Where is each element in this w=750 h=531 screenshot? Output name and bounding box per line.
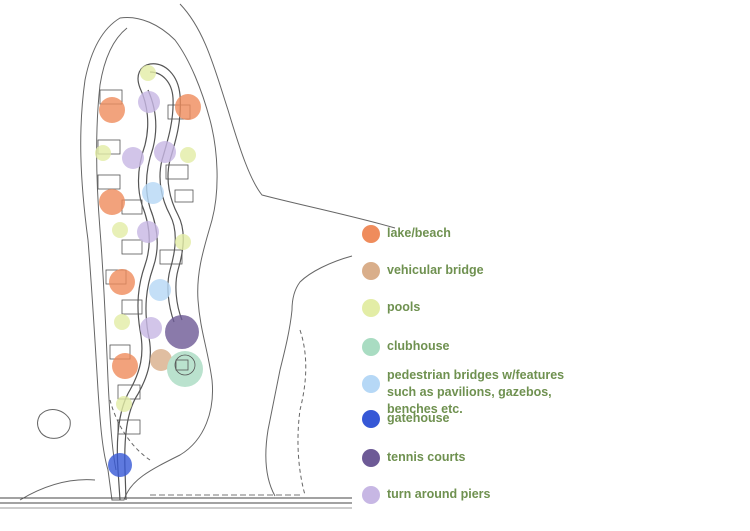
building-block: [117, 419, 141, 435]
building-block: [165, 164, 189, 180]
west-shore-line: [19, 479, 96, 501]
legend-label: pools: [387, 300, 421, 314]
legend-label: pedestrian bridges w/features such as pa…: [387, 368, 565, 416]
pool-marker: [116, 396, 132, 412]
lake-beach-marker: [99, 189, 125, 215]
island-outline: [80, 16, 218, 501]
loop-road-east: [149, 63, 184, 321]
pedestrian-bridges-swatch: [362, 375, 380, 393]
pool-marker: [140, 65, 156, 81]
small-island: [37, 409, 71, 439]
pedestrian-bridge-marker: [142, 182, 164, 204]
pool-marker: [95, 145, 111, 161]
vehicular-bridge-marker: [150, 349, 172, 371]
legend-label: vehicular bridge: [387, 263, 484, 277]
lake-beach-marker: [99, 97, 125, 123]
building-block: [174, 189, 194, 203]
clubhouse-building: [175, 359, 189, 371]
shore-dashed-west: [109, 399, 151, 461]
building-block: [97, 174, 121, 190]
building-block: [121, 199, 143, 215]
main-road-east: [124, 89, 158, 501]
pier-marker: [154, 141, 176, 163]
gatehouse-marker: [108, 453, 132, 477]
island-inner-edge: [96, 27, 128, 471]
turn-around-piers-swatch: [362, 486, 380, 504]
pool-marker: [175, 234, 191, 250]
pier-marker: [122, 147, 144, 169]
tennis-courts-marker: [165, 315, 199, 349]
legend-label: gatehouse: [387, 411, 450, 425]
legend-label: turn around piers: [387, 487, 491, 501]
legend-label: lake/beach: [387, 226, 451, 240]
pool-marker: [114, 314, 130, 330]
shoreline-inlet: [265, 255, 353, 497]
shore-dashed-east: [297, 329, 307, 496]
clubhouse-marker: [167, 351, 203, 387]
building-block: [159, 249, 183, 265]
building-block: [121, 239, 143, 255]
vehicular-bridge-swatch: [362, 262, 380, 280]
pedestrian-bridge-marker: [149, 279, 171, 301]
lake-beach-marker: [109, 269, 135, 295]
pier-marker: [138, 91, 160, 113]
legend-label: tennis courts: [387, 450, 466, 464]
legend-label: clubhouse: [387, 339, 450, 353]
clubhouse-outline: [174, 354, 196, 376]
shoreline-east: [179, 3, 396, 229]
lake-beach-swatch: [362, 225, 380, 243]
lake-beach-marker: [175, 94, 201, 120]
pool-marker: [112, 222, 128, 238]
gatehouse-swatch: [362, 410, 380, 428]
tennis-courts-swatch: [362, 449, 380, 467]
pier-marker: [140, 317, 162, 339]
clubhouse-swatch: [362, 338, 380, 356]
pool-marker: [180, 147, 196, 163]
building-block: [121, 299, 143, 315]
pools-swatch: [362, 299, 380, 317]
lake-beach-marker: [112, 353, 138, 379]
pier-marker: [137, 221, 159, 243]
